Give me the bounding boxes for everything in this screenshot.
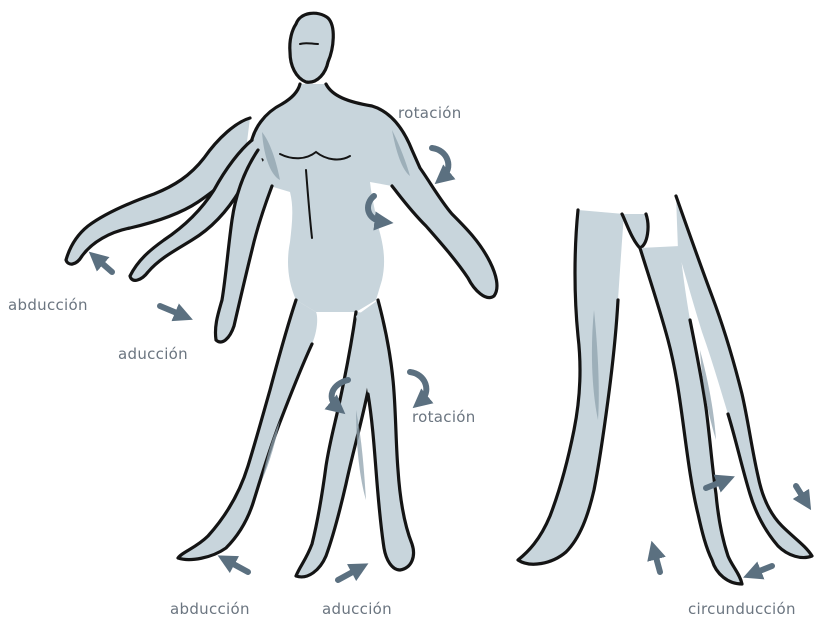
arm-adduction-label: aducción	[118, 345, 188, 363]
arrow-leg-adduction	[338, 568, 360, 580]
arrow-leg-abduction	[226, 560, 248, 572]
arm-abduction-label: abducción	[8, 296, 88, 314]
arrow-arm-abduction	[96, 258, 112, 272]
hip-rotation-label: rotación	[412, 408, 476, 426]
legs-figure	[518, 196, 812, 584]
leg-ghost	[356, 300, 414, 570]
leg-circumduction-label: circunducción	[688, 600, 796, 618]
leg-abduction-label: abducción	[170, 600, 250, 618]
standing-body-figure	[66, 13, 497, 577]
shoulder-rotation-label: rotación	[398, 104, 462, 122]
arrow-arm-adduction	[160, 306, 184, 316]
leg-adduction-label: aducción	[322, 600, 392, 618]
